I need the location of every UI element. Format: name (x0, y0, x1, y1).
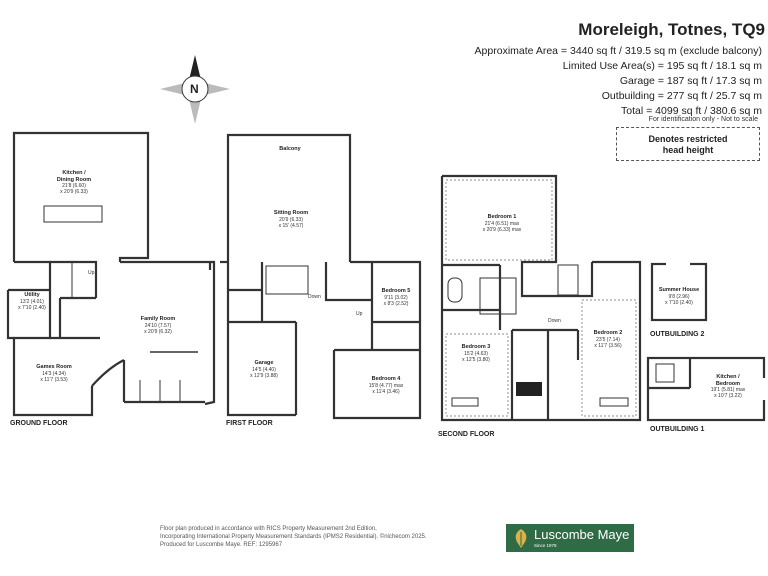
outbuilding-1-plan (646, 356, 766, 422)
room-family: Family Room 24'10 (7.57) x 20'9 (6.32) (140, 316, 176, 335)
footer-line-3: Produced for Luscombe Maye. REF: 1295967 (160, 542, 283, 548)
room-utility: Utility 13'2 (4.01) x 7'10 (2.40) (18, 292, 46, 311)
compass-icon (160, 55, 230, 124)
identification-note: For identification only - Not to scale (648, 116, 758, 123)
restricted-area-outlines (445, 179, 637, 417)
ground-floor-plan (6, 131, 216, 417)
logo-name: Luscombe Maye (534, 527, 630, 542)
room-summer-house: Summer House 9'8 (2.96) x 7'10 (2.40) (658, 287, 700, 306)
room-games: Games Room 14'3 (4.34) x 11'7 (3.53) (36, 364, 72, 383)
room-outbuilding-kitchen-bedroom: Kitchen / Bedroom 19'1 (5.81) max x 10'7… (710, 374, 746, 399)
room-balcony: Balcony (279, 146, 301, 152)
first-floor-label: FIRST FLOOR (226, 420, 273, 427)
footer-disclaimer: Floor plan produced in accordance with R… (160, 525, 427, 549)
compass-north-letter: N (190, 82, 199, 96)
logo-since: Since 1978 (534, 543, 557, 548)
outbuilding-1-label: OUTBUILDING 1 (650, 426, 705, 433)
room-sitting: Sitting Room 20'9 (6.33) x 15' (4.57) (273, 210, 309, 229)
room-bedroom-2: Bedroom 2 23'5 (7.14) x 11'7 (3.56) (593, 330, 623, 349)
property-title: Moreleigh, Totnes, TQ9 (578, 20, 765, 39)
area-outbuilding: Outbuilding = 277 sq ft / 25.7 sq m (601, 90, 762, 102)
area-total: Total = 4099 sq ft / 380.6 sq m (621, 105, 762, 117)
room-bedroom-4: Bedroom 4 15'8 (4.77) max x 11'4 (3.46) (368, 376, 404, 395)
restricted-line-2: head height (662, 145, 714, 155)
leaf-icon (515, 529, 527, 548)
footer-line-2: Incorporating International Property Mea… (160, 534, 427, 540)
room-bedroom-3: Bedroom 3 15'2 (4.63) x 12'5 (3.80) (461, 344, 491, 363)
room-bedroom-1: Bedroom 1 21'4 (6.51) max x 20'9 (6.33) … (482, 214, 522, 233)
second-floor-plan (440, 174, 642, 422)
area-approximate: Approximate Area = 3440 sq ft / 319.5 sq… (474, 45, 762, 57)
outbuilding-2-label: OUTBUILDING 2 (650, 331, 705, 338)
area-summary: Approximate Area = 3440 sq ft / 319.5 sq… (475, 44, 762, 119)
first-floor-plan (208, 133, 422, 420)
restricted-line-1: Denotes restricted (648, 134, 728, 144)
outbuilding-2-plan (650, 262, 708, 322)
second-floor-label: SECOND FLOOR (438, 431, 495, 438)
restricted-head-height-key: Denotes restricted head height (616, 127, 760, 161)
stairs-down-label-first: Down (308, 294, 321, 300)
stairs-up-label-first: Up (356, 311, 363, 317)
room-kitchen-dining: Kitchen / Dining Room 21'8 (6.60) x 20'9… (56, 170, 92, 195)
area-limited-use: Limited Use Area(s) = 195 sq ft / 18.1 s… (562, 60, 762, 72)
room-bedroom-5: Bedroom 5 9'11 (3.02) x 8'3 (2.52) (381, 288, 411, 307)
room-garage: Garage 14'5 (4.40) x 12'9 (3.88) (250, 360, 278, 379)
stairs-up-label-ground: Up (88, 270, 95, 276)
agent-logo: Luscombe Maye Since 1978 (506, 524, 634, 552)
footer-line-1: Floor plan produced in accordance with R… (160, 526, 377, 532)
stairs-down-label-second: Down (548, 318, 561, 324)
ground-floor-label: GROUND FLOOR (10, 420, 68, 427)
area-garage: Garage = 187 sq ft / 17.3 sq m (619, 75, 762, 87)
